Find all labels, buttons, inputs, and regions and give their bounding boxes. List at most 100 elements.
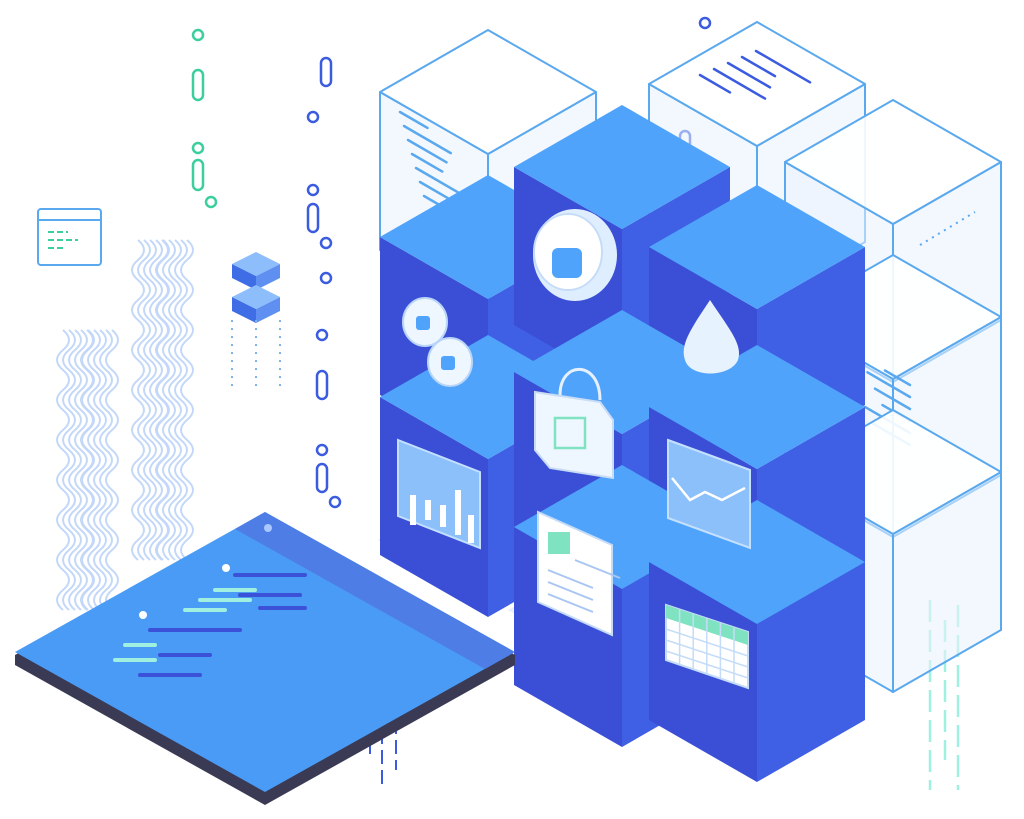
wave-line	[99, 329, 113, 611]
dot-circle	[315, 328, 329, 342]
shopping-bag-icon	[534, 367, 614, 480]
grid-line	[665, 639, 749, 668]
cube-top-face	[648, 21, 866, 147]
cube-top-face	[514, 105, 730, 229]
cube-top-face	[649, 345, 865, 469]
text-line	[866, 371, 912, 399]
block-left	[232, 264, 256, 290]
pill-shape	[315, 369, 329, 401]
text-line	[698, 73, 732, 94]
text-line	[883, 369, 912, 387]
pill-shape	[191, 158, 205, 192]
pill-shape	[319, 56, 333, 88]
dot-circle	[191, 141, 205, 155]
bag-body	[534, 390, 614, 480]
spreadsheet-icon	[665, 603, 749, 690]
wave-line	[137, 239, 151, 561]
grid-line	[665, 650, 749, 679]
dot-circle	[204, 195, 218, 209]
block-left	[232, 297, 256, 323]
pill-shape	[315, 462, 329, 494]
app-window-icon	[37, 208, 102, 266]
wave-line	[180, 239, 194, 561]
text-line	[398, 110, 429, 130]
dot-circle	[315, 443, 329, 457]
blue-cubes	[380, 105, 865, 782]
wave-line	[143, 239, 157, 561]
wave-line	[156, 239, 170, 561]
bar-mark	[455, 490, 461, 535]
text-line	[873, 387, 912, 411]
bubble-glyph	[441, 356, 455, 370]
dot-circle	[319, 236, 333, 250]
text-line	[712, 67, 767, 100]
droplet-icon	[683, 300, 740, 374]
dot-circle	[319, 271, 333, 285]
doc-line	[547, 593, 594, 613]
bar-mark	[440, 505, 446, 527]
window-frame	[37, 208, 102, 266]
dot-circle	[191, 28, 205, 42]
stacked-blocks-icon	[231, 252, 281, 390]
doc-line	[547, 581, 594, 601]
agent-head	[552, 248, 582, 278]
wave-line	[56, 329, 70, 611]
doc-image	[548, 532, 570, 554]
bag-handle	[558, 367, 602, 401]
bag-label	[553, 416, 587, 450]
bar-mark	[410, 495, 416, 525]
bar-mark	[468, 515, 474, 543]
text-line	[740, 55, 777, 78]
wave-line	[81, 329, 95, 611]
chat-bubbles-icon	[402, 297, 473, 387]
text-line	[754, 49, 812, 84]
block-right	[256, 297, 280, 323]
cube-right-face	[757, 562, 865, 782]
block-top	[232, 252, 280, 276]
pill-shape	[306, 202, 320, 234]
wave-line	[174, 239, 188, 561]
panel-dot	[222, 564, 230, 572]
document-icon	[537, 510, 621, 637]
panel-titlebar	[235, 512, 515, 669]
line-chart-icon	[667, 438, 751, 550]
pill-shape	[191, 68, 205, 102]
cube-icons	[397, 209, 751, 690]
dot-circle	[306, 183, 320, 197]
wave-line	[74, 329, 88, 611]
wave-line	[62, 329, 76, 611]
panel-dot	[139, 611, 147, 619]
line-mark	[671, 477, 746, 502]
code-panel-icon	[15, 512, 515, 805]
text-line	[410, 152, 444, 173]
cube-top-face	[379, 29, 597, 155]
text-line	[406, 138, 448, 164]
cube-top-face	[784, 99, 1002, 225]
bubble-glyph	[416, 316, 430, 330]
dot-circle	[698, 16, 712, 30]
cube-top-face	[649, 185, 865, 309]
text-line	[402, 124, 452, 155]
wave-line	[87, 329, 101, 611]
doc-line	[547, 569, 594, 589]
wave-line	[68, 329, 82, 611]
panel-dot	[264, 524, 272, 532]
bar-mark	[425, 500, 431, 520]
wave-line	[168, 239, 182, 561]
block-right	[256, 264, 280, 290]
dot-circle	[328, 495, 342, 509]
dot-circle	[306, 110, 320, 124]
wave-line	[105, 329, 119, 611]
text-line	[414, 166, 467, 198]
wave-line	[149, 239, 163, 561]
text-line	[726, 61, 772, 89]
support-agent-icon	[533, 209, 617, 301]
wave-line	[93, 329, 107, 611]
grid-line	[665, 628, 749, 657]
block-top	[232, 285, 280, 309]
bar-chart-icon	[397, 438, 481, 550]
doc-line	[574, 559, 621, 579]
wave-line	[162, 239, 176, 561]
wave-line	[131, 239, 145, 561]
